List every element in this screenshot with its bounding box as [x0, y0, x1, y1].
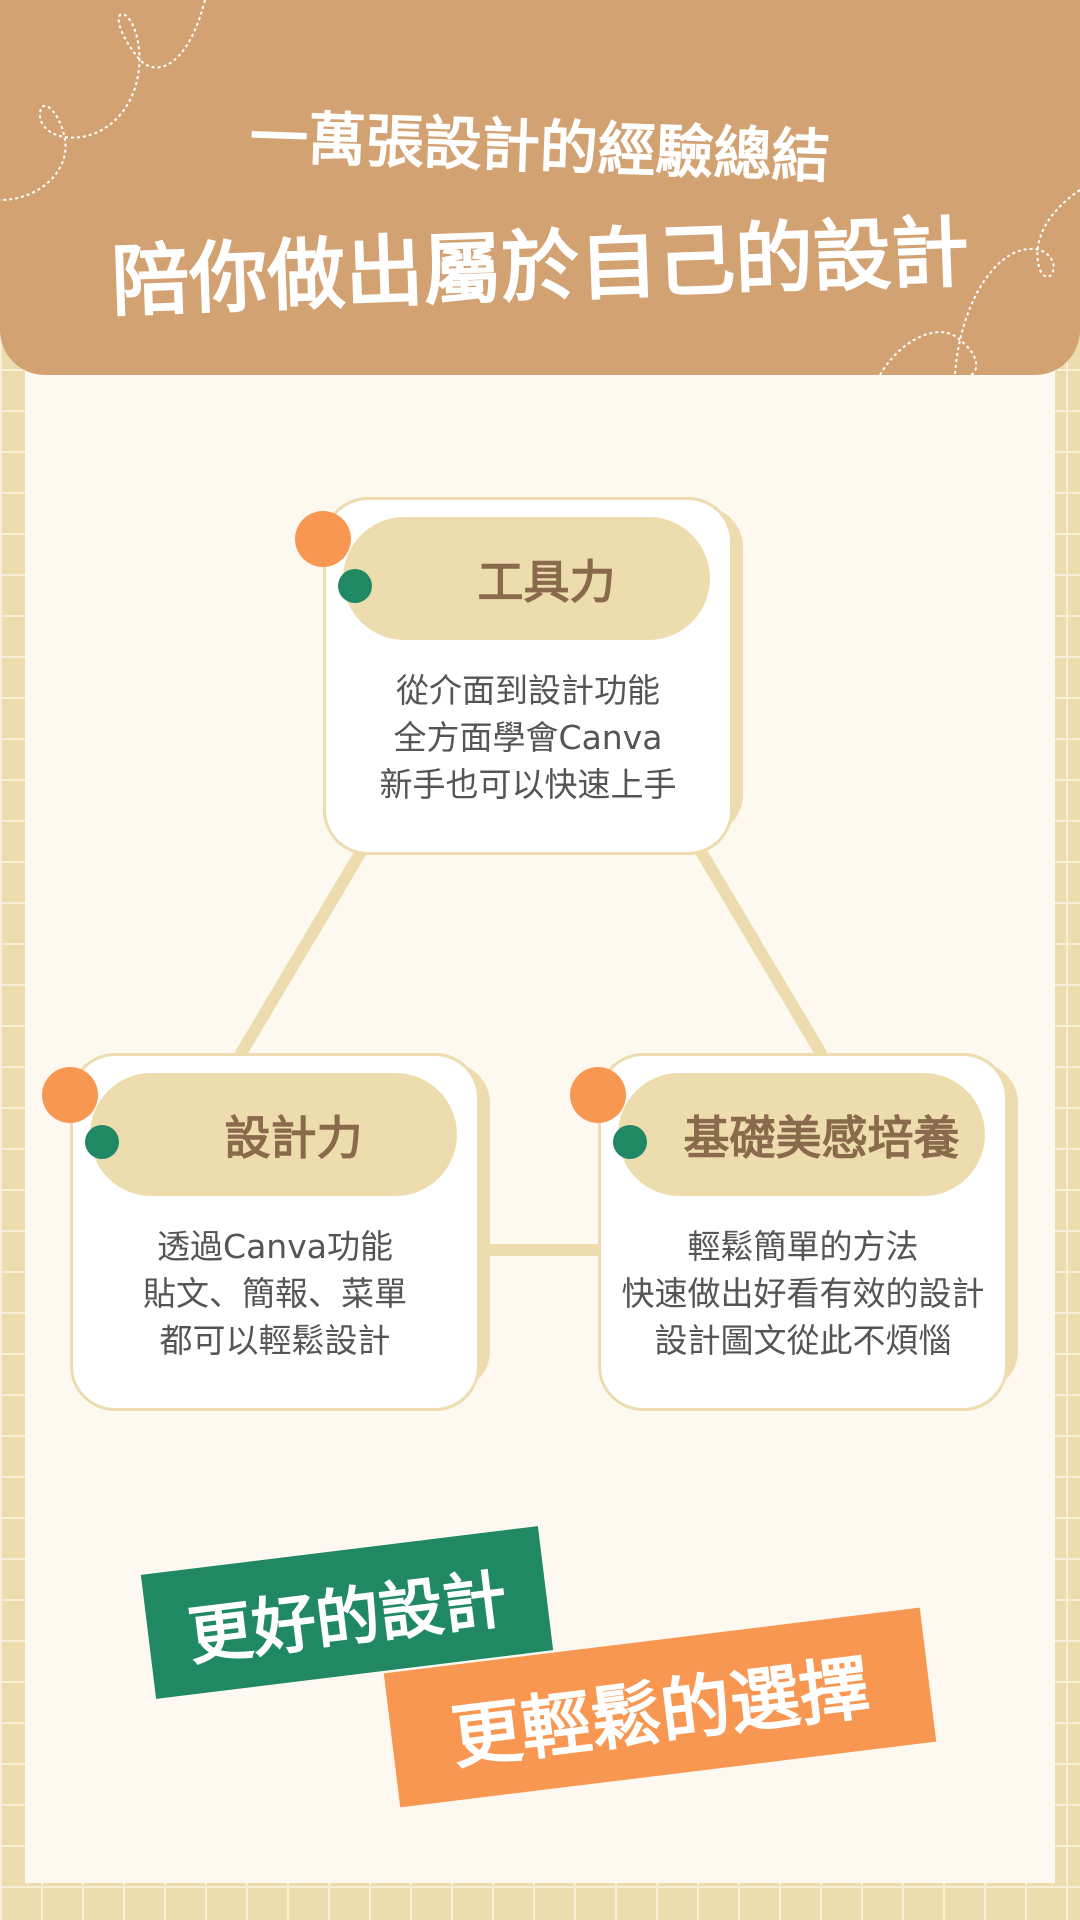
card-title: 設計力 [90, 1073, 457, 1196]
orange-dot-icon [570, 1067, 626, 1123]
card-line: 輕鬆簡單的方法 [687, 1227, 919, 1266]
card-aesthetics: 基礎美感培養 輕鬆簡單的方法 快速做出好看有效的設計 設計圖文從此不煩惱 [570, 1053, 1018, 1411]
orange-dot-icon [295, 511, 351, 567]
card-line: 從介面到設計功能 [396, 671, 660, 710]
card-line: 透過Canva功能 [157, 1227, 393, 1266]
green-dot-icon [338, 569, 372, 603]
card-design-skill: 設計力 透過Canva功能 貼文、簡報、菜單 都可以輕鬆設計 [42, 1053, 490, 1411]
card-line: 都可以輕鬆設計 [159, 1321, 391, 1360]
card-title: 工具力 [343, 517, 710, 640]
header-banner: 一萬張設計的經驗總結 陪你做出屬於自己的設計 [0, 0, 1080, 375]
card-line: 貼文、簡報、菜單 [143, 1274, 407, 1313]
card-title: 基礎美感培養 [618, 1073, 985, 1196]
card-line: 快速做出好看有效的設計 [621, 1274, 985, 1313]
card-line: 設計圖文從此不煩惱 [654, 1321, 952, 1360]
green-dot-icon [85, 1125, 119, 1159]
orange-dot-icon [42, 1067, 98, 1123]
green-dot-icon [613, 1125, 647, 1159]
dashed-swirl-decoration [0, 0, 1080, 375]
card-line: 全方面學會Canva [393, 718, 663, 757]
card-tool-skill: 工具力 從介面到設計功能 全方面學會Canva 新手也可以快速上手 [295, 497, 743, 855]
card-line: 新手也可以快速上手 [379, 765, 677, 804]
